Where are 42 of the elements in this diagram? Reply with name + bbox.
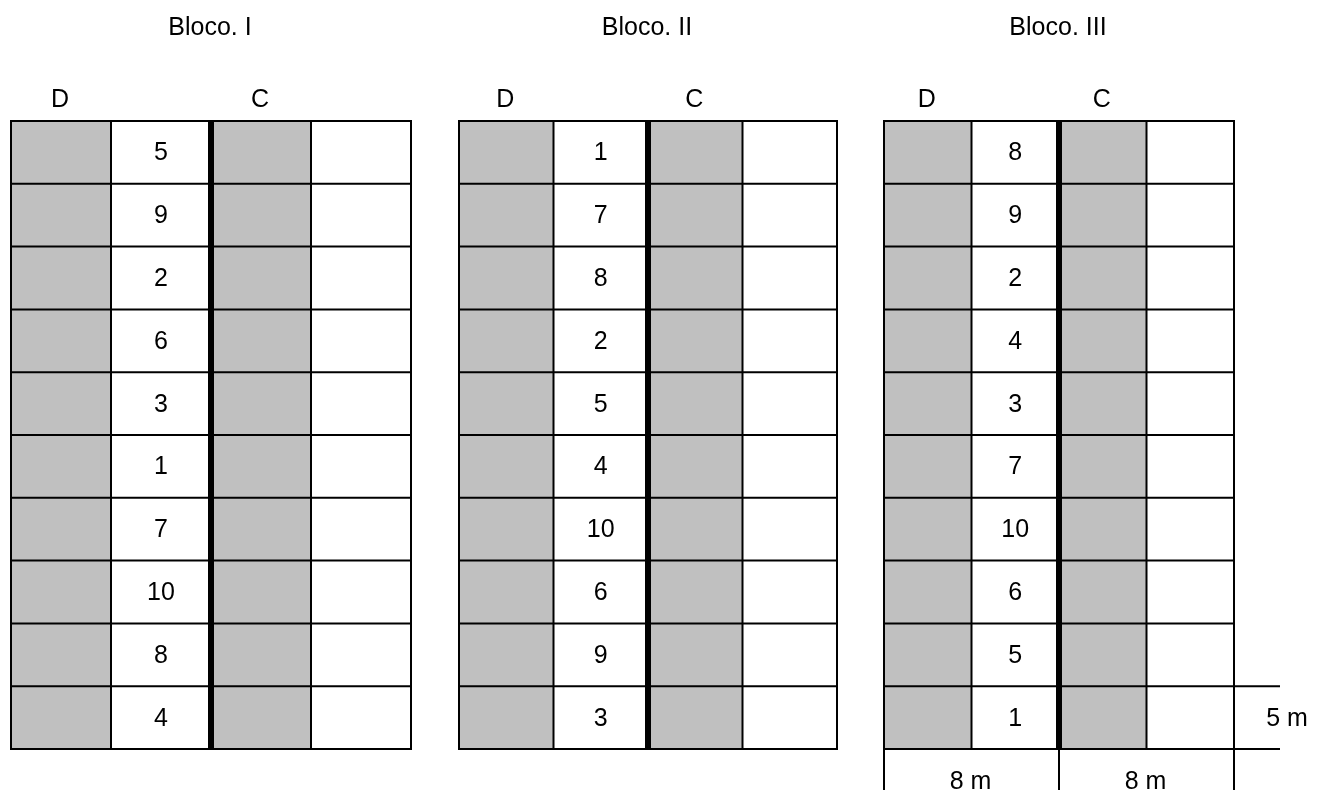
dimension-label: 8 m bbox=[1124, 766, 1167, 795]
column-header: D bbox=[496, 84, 515, 113]
treatment-number: 7 bbox=[593, 200, 608, 230]
treatment-number: 7 bbox=[154, 514, 168, 544]
dimension-label: 5 m bbox=[1266, 702, 1308, 732]
treatment-number: 4 bbox=[593, 451, 608, 481]
dimension-label: 8 m bbox=[949, 766, 992, 795]
treatment-number: 3 bbox=[593, 702, 608, 732]
treatment-number: 9 bbox=[154, 200, 168, 230]
block-title: Bloco. III bbox=[1009, 12, 1107, 41]
treatment-number: 1 bbox=[154, 451, 168, 481]
treatment-number: 5 bbox=[1008, 639, 1023, 669]
treatment-number: 8 bbox=[1008, 137, 1023, 167]
treatment-number: 4 bbox=[1008, 325, 1023, 355]
treatment-number: 2 bbox=[154, 263, 168, 292]
treatment-number: 2 bbox=[593, 325, 608, 355]
column-header: C bbox=[250, 84, 270, 113]
treatment-number: 1 bbox=[593, 137, 608, 167]
column-header: D bbox=[50, 84, 70, 113]
treatment-number: 8 bbox=[154, 639, 168, 669]
treatment-number: 10 bbox=[586, 514, 615, 544]
column-header: C bbox=[685, 84, 704, 113]
treatment-number: 6 bbox=[154, 325, 168, 355]
treatment-number: 7 bbox=[1008, 451, 1023, 481]
treatment-number: 10 bbox=[1001, 514, 1030, 544]
treatment-number: 5 bbox=[593, 388, 608, 418]
treatment-number: 2 bbox=[1008, 263, 1023, 292]
block-title: Bloco. II bbox=[601, 12, 693, 41]
treatment-number: 6 bbox=[1008, 577, 1023, 606]
column-header: C bbox=[1092, 84, 1111, 113]
treatment-number: 6 bbox=[593, 577, 608, 606]
treatment-number: 3 bbox=[154, 388, 168, 418]
column-header: D bbox=[917, 84, 936, 113]
treatment-number: 3 bbox=[1008, 388, 1023, 418]
block-title: Bloco. I bbox=[168, 12, 252, 41]
treatment-number: 4 bbox=[154, 702, 168, 732]
treatment-number: 10 bbox=[147, 577, 175, 606]
treatment-number: 8 bbox=[593, 263, 608, 292]
treatment-number: 5 bbox=[154, 137, 168, 167]
treatment-number: 9 bbox=[1008, 200, 1023, 230]
treatment-number: 9 bbox=[593, 639, 608, 669]
treatment-number: 1 bbox=[1008, 702, 1023, 732]
